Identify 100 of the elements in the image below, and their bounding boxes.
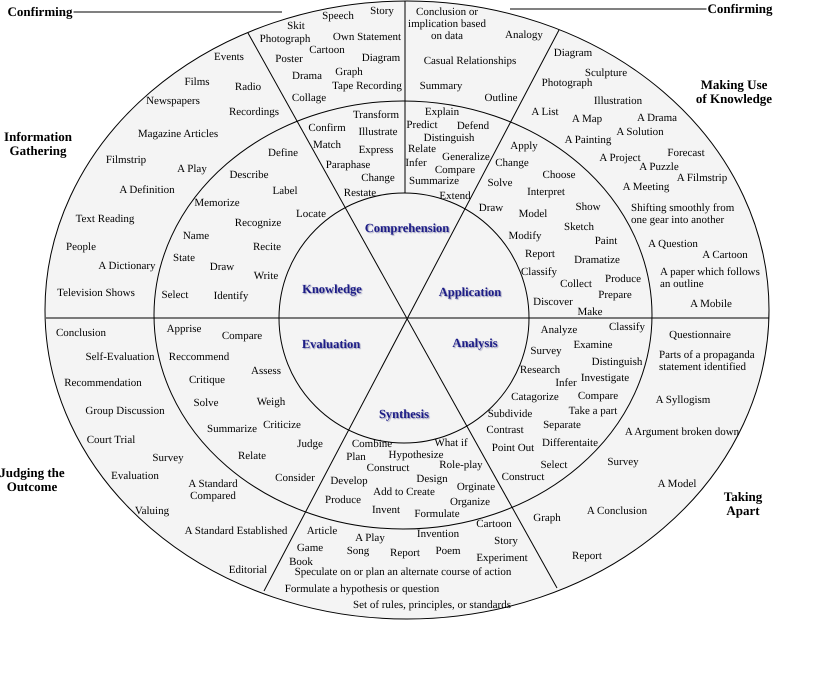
word-label: Reccommend (168, 351, 230, 363)
word-label: Invent (372, 504, 400, 516)
word-label: Sculpture (584, 67, 628, 79)
word-label: Explain (424, 106, 460, 118)
word-label: State (173, 252, 195, 264)
word-label: Experiment (476, 552, 528, 564)
word-label: Group Discussion (85, 405, 165, 417)
word-label: Parts of a propaganda statement identified (659, 349, 756, 373)
word-label: Collage (292, 92, 326, 104)
section-heading: Confirming (708, 2, 772, 16)
word-label: Develop (330, 475, 368, 487)
word-label: Skit (287, 20, 305, 32)
word-label: Describe (229, 169, 269, 181)
word-label: Report (525, 248, 555, 260)
word-label: A Conclusion (586, 505, 648, 517)
word-label: Summarize (206, 423, 258, 435)
word-label: Change (361, 172, 395, 184)
word-label: Set of rules, principles, or standards (353, 599, 511, 611)
word-label: Classify (520, 266, 558, 278)
word-label: Report (572, 550, 602, 562)
word-label: Select (540, 459, 568, 471)
word-label: Confirm (308, 122, 346, 134)
word-label: A Map (572, 113, 602, 125)
word-label: A Play (355, 532, 385, 544)
section-heading: Confirming (8, 5, 72, 19)
word-label: Collect (560, 278, 592, 290)
word-label: People (66, 241, 96, 253)
word-label: Newspapers (146, 95, 200, 107)
word-label: Judge (297, 438, 323, 450)
word-label: Drama (292, 70, 322, 82)
word-label: Story (494, 535, 518, 547)
word-label: Memorize (194, 197, 240, 209)
word-label: Discover (533, 296, 573, 308)
word-label: A Meeting (622, 181, 670, 193)
word-label: Compare (222, 330, 262, 342)
word-label: Infer (405, 157, 427, 169)
word-label: Draw (210, 261, 234, 273)
word-label: Express (358, 144, 394, 156)
word-label: Graph (335, 66, 363, 78)
word-label: Differentaite (542, 437, 598, 449)
word-label: Extend (439, 190, 471, 202)
section-heading: Information Gathering (3, 130, 73, 158)
word-label: Illustrate (358, 126, 398, 138)
word-label: A Standard Compared (187, 478, 239, 502)
word-label: Cartoon (476, 518, 512, 530)
word-label: Paraphase (326, 159, 370, 171)
word-label: Name (182, 230, 210, 242)
word-label: Events (214, 51, 244, 63)
word-label: Photograph (260, 33, 310, 45)
word-label: Story (370, 5, 394, 17)
leader-line (510, 8, 707, 10)
word-label: Label (272, 185, 298, 197)
word-label: A Standard Established (184, 525, 288, 537)
word-label: Organize (450, 496, 490, 508)
word-label: Diagram (554, 47, 592, 59)
word-label: Make (577, 306, 603, 318)
word-label: Court Trial (86, 434, 136, 446)
word-label: Define (268, 147, 298, 159)
word-label: Recite (252, 241, 282, 253)
word-label: Formulate a hypothesis or question (284, 583, 440, 595)
word-label: Shifting smoothly from one gear into another (631, 202, 736, 226)
word-label: A Model (658, 478, 696, 490)
word-label: Report (390, 547, 420, 559)
word-label: Illustration (594, 95, 642, 107)
word-label: Select (162, 289, 188, 301)
word-label: Take a part (568, 405, 618, 417)
section-heading: Making Use of Knowledge (695, 78, 773, 106)
word-label: A List (531, 106, 559, 118)
sector-title: Knowledge (302, 283, 362, 295)
word-label: A Drama (637, 112, 677, 124)
word-label: Separate (543, 419, 581, 431)
word-label: A Dictionary (98, 260, 156, 272)
word-label: Survey (607, 456, 639, 468)
word-label: A Question (648, 238, 698, 250)
word-label: A Puzzle (639, 161, 679, 173)
word-label: Solve (487, 177, 513, 189)
word-label: Construct (366, 462, 410, 474)
word-label: Dramatize (574, 254, 620, 266)
word-label: Predict (406, 119, 438, 131)
word-label: Recordings (228, 106, 280, 118)
word-label: Casual Relationships (424, 55, 516, 67)
word-label: Design (416, 473, 448, 485)
word-label: Locate (296, 208, 326, 220)
word-label: Produce (324, 494, 362, 506)
word-label: Poster (275, 53, 303, 65)
word-label: Generalize (442, 151, 490, 163)
word-label: Contrast (486, 424, 524, 436)
word-label: Speculate on or plan an alternate course of action (294, 566, 512, 578)
word-label: Subdivide (488, 408, 532, 420)
word-label: Graph (533, 512, 561, 524)
word-label: Radio (234, 81, 262, 93)
word-label: Article (306, 525, 338, 537)
word-label: Recognize (234, 217, 282, 229)
word-label: Summary (420, 80, 462, 92)
word-label: Critique (188, 374, 226, 386)
word-label: Films (184, 76, 210, 88)
word-label: Game (296, 542, 324, 554)
word-label: A Cartoon (702, 249, 748, 261)
word-label: Change (495, 157, 529, 169)
sector-title: Synthesis (378, 408, 430, 420)
